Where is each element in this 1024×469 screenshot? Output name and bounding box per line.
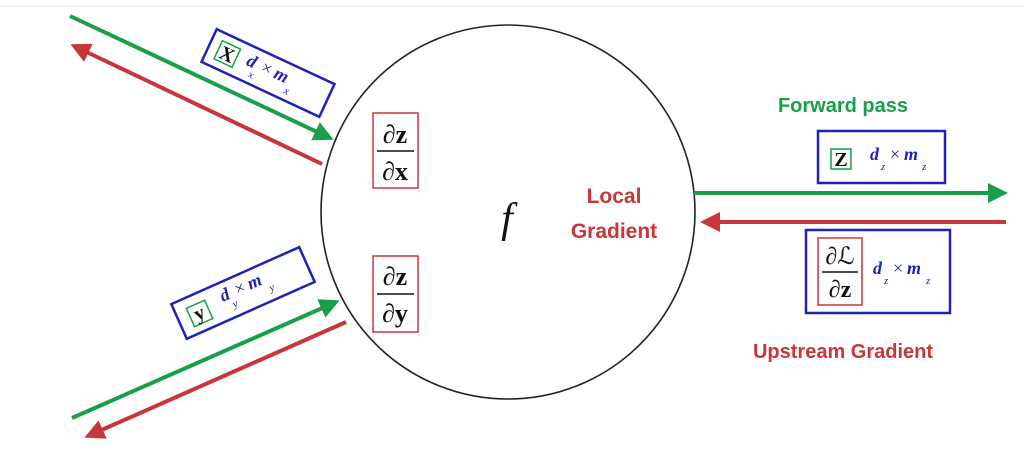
upstream-gradient-label: ∂ℒ ∂z d z × m z — [804, 228, 952, 315]
output-z-dim-d: d — [870, 144, 880, 164]
upstream-dim-m-sub: z — [925, 275, 931, 287]
input-y-dim-d-sub: y — [230, 298, 240, 311]
local-gradient-dz-dy: ∂z ∂y — [372, 255, 419, 333]
forward-arrow-x — [69, 14, 334, 141]
upstream-fraction-box — [817, 237, 863, 306]
dz-dx-numerator: ∂z — [383, 120, 407, 149]
upstream-dim-m: m — [907, 258, 921, 278]
input-x-dim-m-sub: x — [281, 85, 292, 98]
upstream-denominator: ∂z — [829, 277, 852, 303]
local-gradient-label-line1: Local — [587, 185, 642, 208]
input-x-symbol-box — [212, 39, 242, 69]
output-z-dim-d-sub: z — [880, 161, 886, 173]
input-x-label: X d x × m x — [199, 27, 337, 119]
output-z-box — [816, 129, 947, 185]
local-gradient-label-line2: Gradient — [571, 220, 657, 243]
input-y-box — [169, 245, 317, 341]
output-z-label: Z d z × m z — [816, 129, 947, 185]
input-x-box — [199, 27, 337, 119]
input-x-dim-d-sub: x — [245, 68, 256, 81]
input-y-symbol-box — [185, 299, 214, 328]
node-circle — [320, 24, 696, 400]
output-z-times: × — [890, 144, 900, 164]
forward-arrow-y — [71, 299, 340, 420]
upstream-dim-d: d — [873, 258, 883, 278]
output-z-dim-m-sub: z — [921, 161, 927, 173]
upstream-numerator: ∂ℒ — [825, 244, 854, 270]
forward-pass-label: Forward pass — [778, 95, 908, 117]
output-z-symbol: Z — [834, 149, 847, 171]
output-z-symbol-box — [830, 148, 852, 170]
upstream-dim-d-sub: z — [883, 275, 889, 287]
input-y-dim-m-sub: y — [266, 281, 276, 294]
dz-dy-denominator: ∂y — [382, 299, 408, 328]
backward-arrow-x — [70, 43, 323, 166]
dz-dx-denominator: ∂x — [382, 157, 408, 186]
local-gradient-dz-dx: ∂z ∂x — [372, 112, 419, 189]
output-z-dim-m: m — [904, 144, 918, 164]
backward-arrow-y — [84, 320, 347, 439]
input-y-label: y d y × m y — [169, 245, 317, 341]
upstream-times: × — [893, 258, 903, 278]
upstream-gradient-text: Upstream Gradient — [753, 341, 933, 363]
function-symbol: f — [501, 196, 518, 242]
dz-dy-numerator: ∂z — [383, 262, 407, 291]
